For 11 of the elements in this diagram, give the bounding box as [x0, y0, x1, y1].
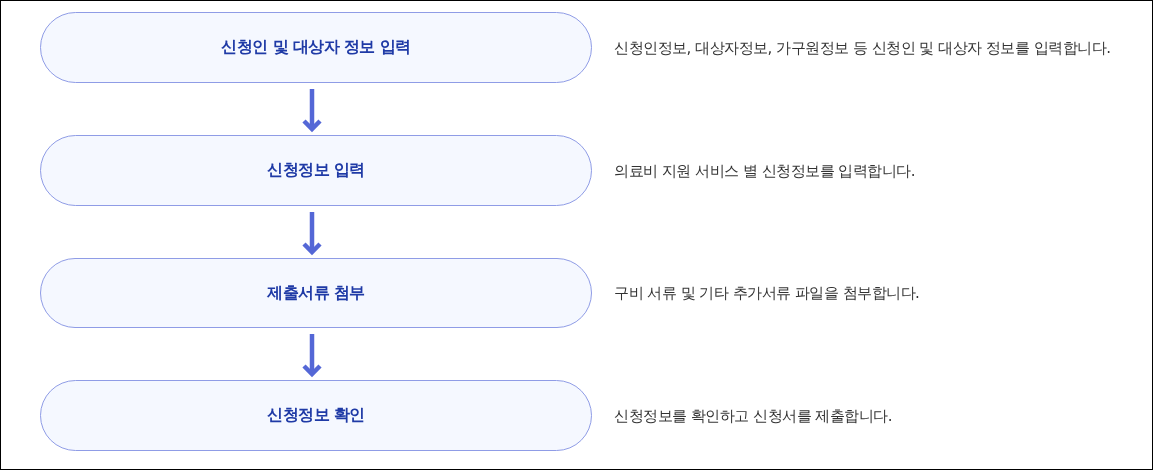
step-title: 신청정보 확인: [267, 405, 365, 426]
step-description: 구비 서류 및 기타 추가서류 파일을 첨부합니다.: [614, 283, 920, 303]
arrow: [301, 334, 323, 377]
step-description: 신청인정보, 대상자정보, 가구원정보 등 신청인 및 대상자 정보를 입력합니다.: [614, 37, 1111, 58]
arrow: [301, 89, 323, 132]
step-description: 의료비 지원 서비스 별 신청정보를 입력합니다.: [614, 160, 916, 181]
step-description: 신청정보를 확인하고 신청서를 제출합니다.: [614, 405, 893, 426]
step-title: 신청인 및 대상자 정보 입력: [221, 37, 411, 58]
step-title: 제출서류 첨부: [267, 282, 365, 304]
step-title: 신청정보 입력: [267, 160, 365, 181]
arrow: [301, 212, 323, 255]
